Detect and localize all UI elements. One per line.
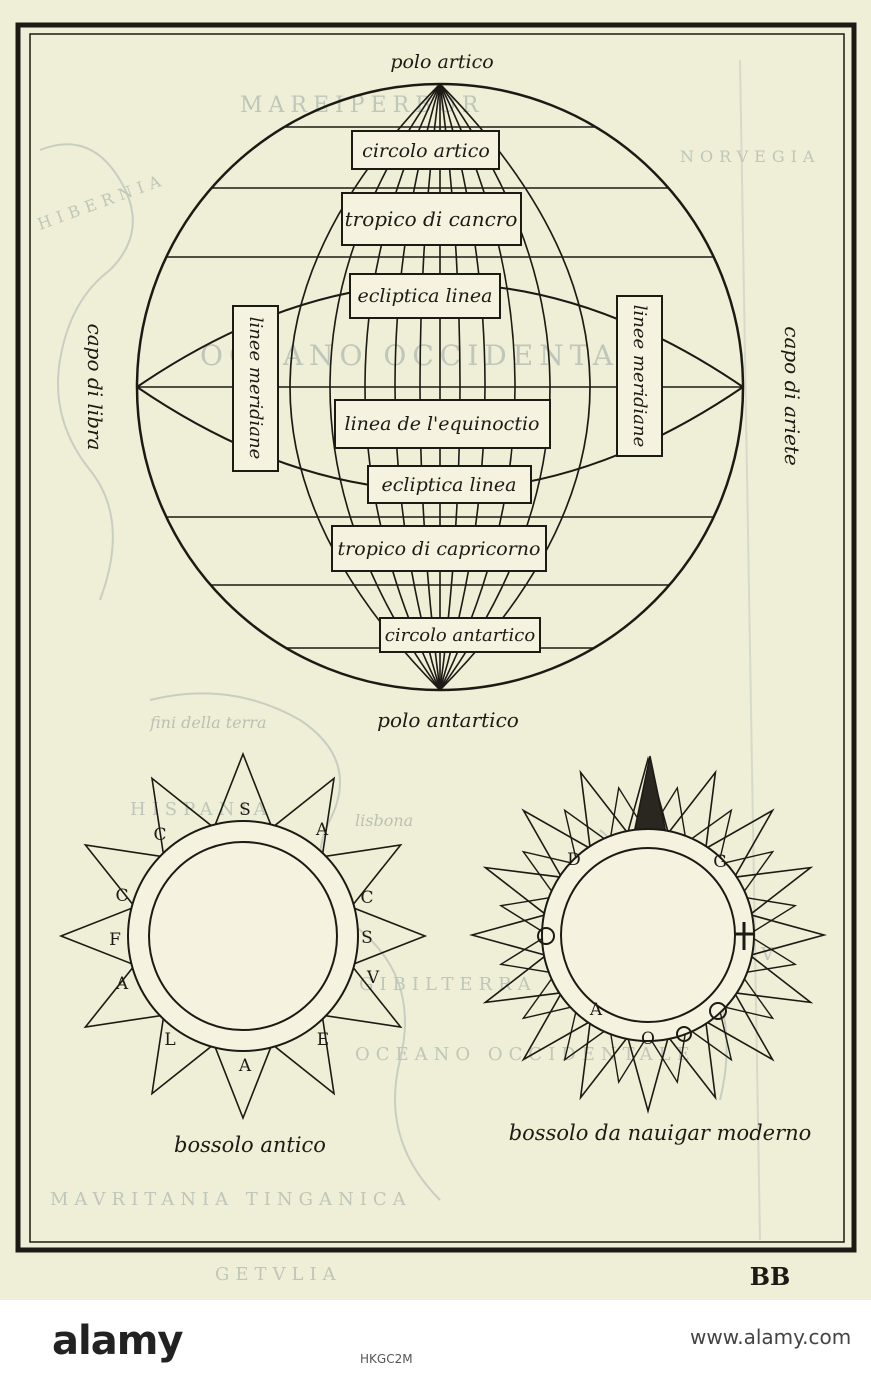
map-label-fini: fini della terra: [149, 713, 266, 732]
compass-antique-letters: S A C S V E A L A F C C: [109, 800, 380, 1076]
label-left-cape: capo di libra: [83, 324, 107, 451]
compass-modern-letters: G O A D: [567, 850, 727, 1049]
modern-letter-o-bottom: O: [641, 1029, 655, 1049]
antique-letter-c-nnw: C: [153, 825, 166, 845]
box-ecliptic-upper: [349, 273, 501, 319]
antique-letter-a-ne: A: [315, 820, 329, 840]
modern-mark-o-se: [709, 1002, 727, 1020]
label-tropic-cancer: tropico di cancro: [345, 207, 518, 231]
antique-letter-a-bottom: A: [238, 1056, 252, 1076]
caption-compass-antique: bossolo antico: [174, 1133, 326, 1157]
compass-modern-star-major: [468, 755, 828, 1115]
label-north-pole: polo artico: [390, 51, 493, 73]
compass-modern-star-minor: [498, 785, 798, 1085]
box-tropic-cancer: [341, 192, 522, 246]
globe-grid: [137, 84, 743, 690]
map-label-getulia: GETVLIA: [215, 1264, 342, 1285]
box-tropic-capricorn: [331, 525, 547, 572]
antique-letter-f-w: F: [109, 930, 121, 950]
map-label-norvegia: NORVEGIA: [680, 147, 820, 166]
map-label-lisbona: lisbona: [355, 811, 413, 830]
east-cross-icon: [734, 922, 754, 950]
modern-mark-o-sse: [676, 1026, 692, 1042]
antique-letter-s-e: S: [361, 928, 373, 948]
antique-letter-l-sw: L: [164, 1030, 175, 1050]
compass-modern-ring-inner: [560, 847, 736, 1023]
antique-letter-s-top: S: [239, 800, 251, 820]
modern-letter-a: A: [589, 1000, 603, 1020]
antique-letter-a-w: A: [115, 974, 129, 994]
page-frame-inner: [29, 33, 845, 1243]
caption-compass-modern: bossolo da nauigar moderno: [509, 1121, 812, 1145]
antique-letter-v-se: V: [366, 968, 380, 988]
label-antarctic-circle: circolo antartico: [385, 625, 536, 646]
box-equinox-line: [334, 399, 551, 449]
page-signature-mark: BB: [750, 1262, 791, 1291]
antique-letter-c-nw: C: [115, 886, 128, 906]
label-south-pole: polo antartico: [377, 708, 519, 732]
label-right-cape: capo di ariete: [780, 326, 804, 465]
label-arctic-circle: circolo artico: [362, 140, 490, 162]
map-label-oceano-2: OCEANO OCCIDENTALE: [355, 1044, 696, 1065]
box-meridian-left: [232, 305, 279, 472]
watermark-image-id: HKGC2M: [360, 1352, 413, 1366]
cosmographic-diagram: MAREIPERBOR OCEANO OCCIDENTALE HISPANIA …: [15, 22, 857, 1291]
modern-letter-g: G: [713, 852, 727, 872]
modern-mark-o-w: [537, 927, 555, 945]
antique-letter-c-e: C: [360, 888, 373, 908]
compass-antique: S A C S V E A L A F C C: [58, 751, 428, 1121]
compass-antique-star: [58, 751, 428, 1121]
box-meridian-right: [616, 295, 663, 457]
antique-letter-e-se: E: [317, 1030, 329, 1050]
box-arctic-circle: [351, 130, 500, 170]
label-ecliptic-upper: ecliptica linea: [358, 285, 493, 307]
map-label-hispania: HISPANIA: [130, 799, 272, 820]
globe: circolo artico tropico di cancro eclipti…: [135, 82, 745, 692]
book-page: MAREIPERBOR OCEANO OCCIDENTALE HISPANIA …: [0, 0, 871, 1300]
watermark-url: www.alamy.com: [690, 1325, 852, 1349]
page-frame-outer: [15, 22, 857, 1253]
map-label-hibernia: HIBERNIA: [35, 170, 169, 234]
globe-outline: [135, 82, 745, 692]
map-label-mauritania: MAVRITANIA TINGANICA: [50, 1189, 412, 1210]
label-meridian-left: linee meridiane: [245, 317, 266, 459]
compass-antique-ring-inner: [148, 841, 338, 1031]
box-ecliptic-lower: [367, 465, 532, 504]
label-equinox-line: linea de l'equinoctio: [345, 413, 540, 435]
watermark-logo: alamy: [52, 1318, 183, 1364]
map-label-mare: MAREIPERBOR: [240, 93, 484, 118]
box-antarctic-circle: [379, 617, 541, 653]
modern-letter-d: D: [567, 850, 581, 870]
watermark-strip: [0, 1300, 871, 1390]
label-meridian-right: linee meridiane: [629, 305, 650, 447]
label-tropic-capricorn: tropico di capricorno: [338, 538, 541, 560]
compass-modern: G O A D: [468, 755, 828, 1115]
label-ecliptic-lower: ecliptica linea: [382, 474, 517, 496]
